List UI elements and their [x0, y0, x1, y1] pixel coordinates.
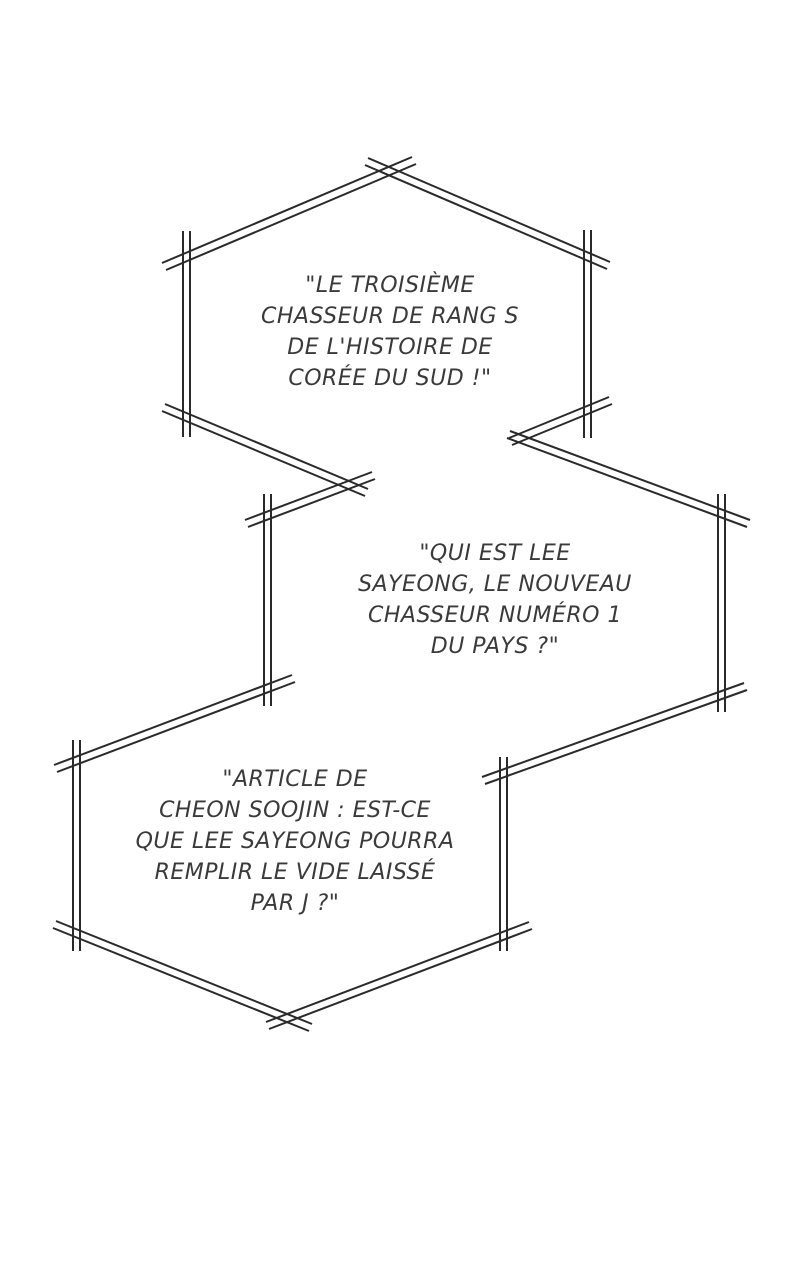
- caption-text: "QUI EST LEE SAYEONG, LE NOUVEAU CHASSEU…: [358, 541, 632, 659]
- hexagon-frame-2: [244, 430, 751, 785]
- caption-text: "LE TROISIÈME CHASSEUR DE RANG S DE L'HI…: [260, 273, 519, 391]
- caption-text: "ARTICLE DE CHEON SOOJIN : EST-CE QUE LE…: [135, 767, 455, 916]
- hexagon-frame-3: [52, 674, 533, 1032]
